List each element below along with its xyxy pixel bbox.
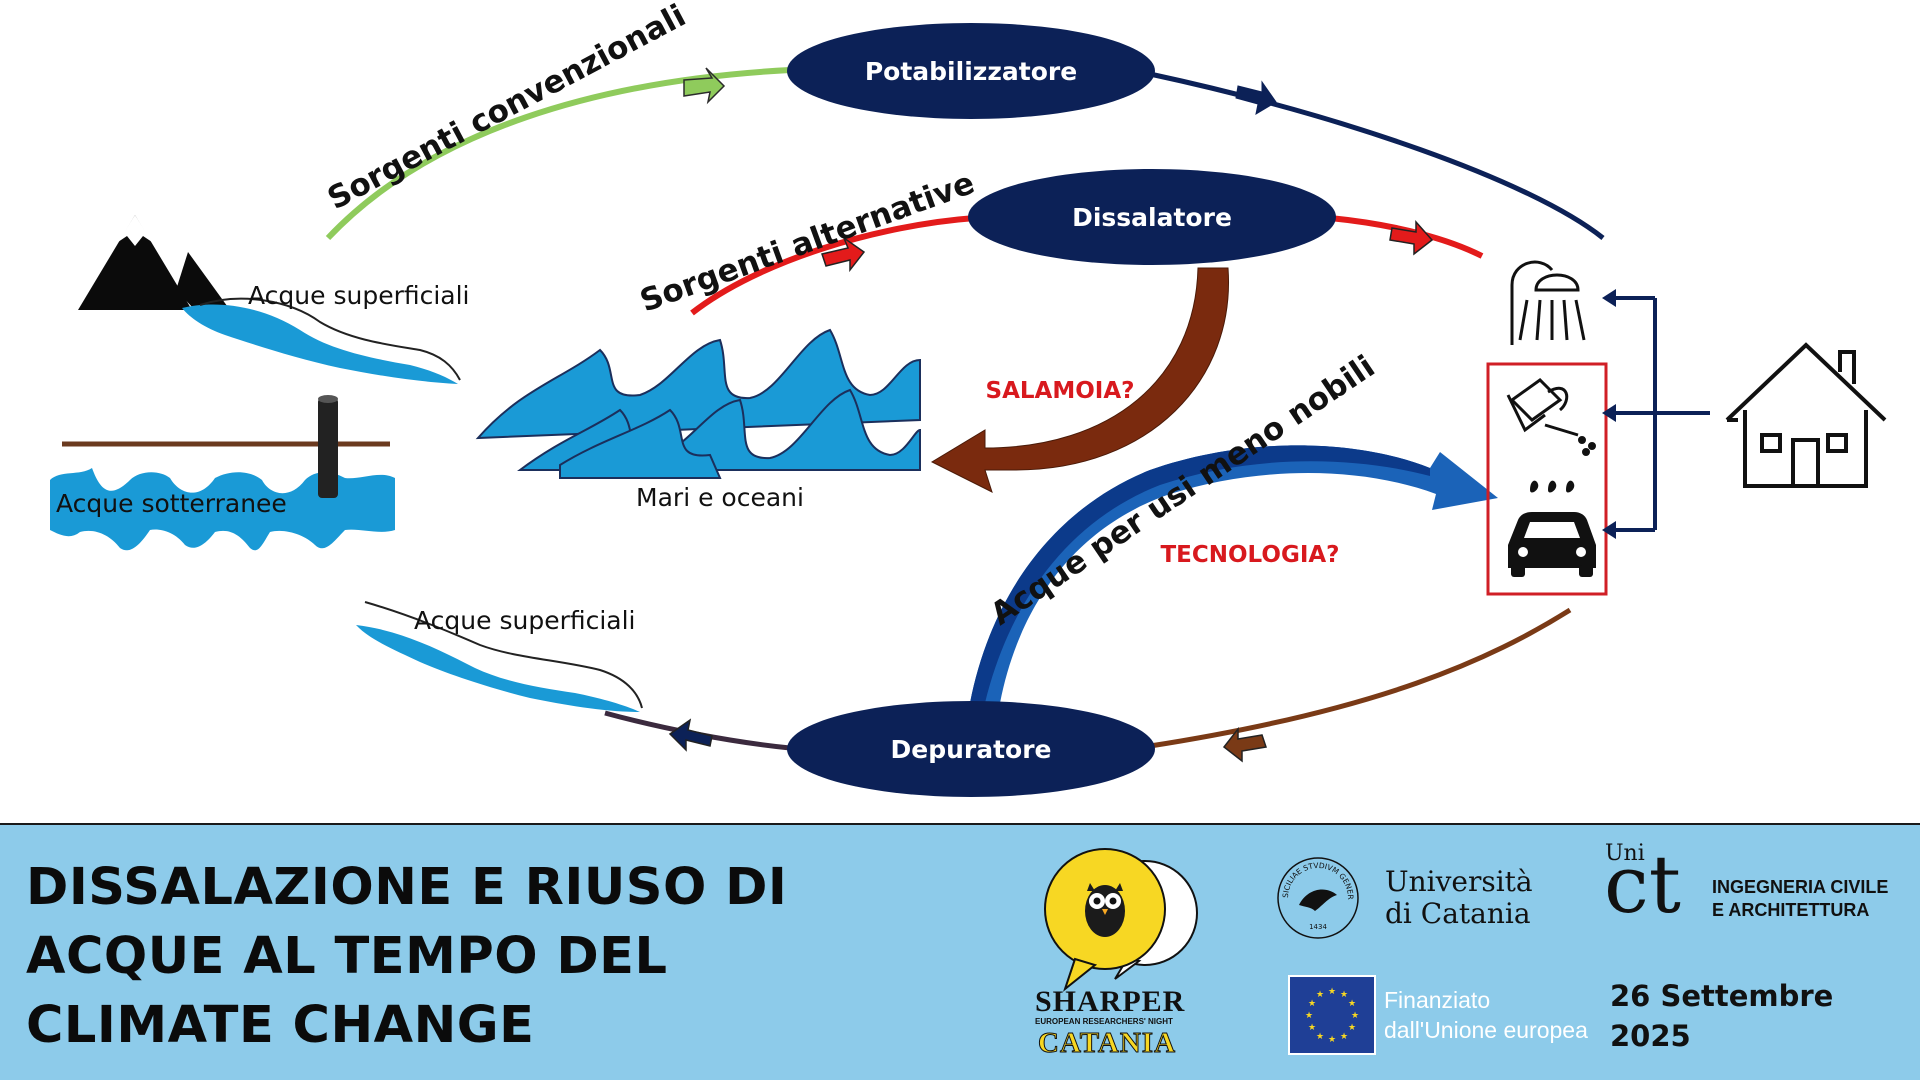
brine-question: SALAMOIA? xyxy=(986,378,1135,404)
supply-arrowhead-3 xyxy=(1602,521,1616,539)
dissalatore-node[interactable] xyxy=(968,169,1336,265)
supply-arrowhead-1 xyxy=(1602,289,1616,307)
svg-text:1434: 1434 xyxy=(1309,923,1327,931)
dissalatore-label: Dissalatore xyxy=(1072,203,1232,232)
title-line-1: DISSALAZIONE E RIUSO DI xyxy=(26,858,788,917)
dept-logo-prefix: Uni xyxy=(1605,841,1645,866)
house-icon xyxy=(1725,342,1887,488)
surface-water-outline-bottom xyxy=(364,601,643,709)
svg-text:★: ★ xyxy=(1348,999,1356,1009)
surface-water-bottom xyxy=(356,625,640,712)
depuratore-node[interactable] xyxy=(787,701,1155,797)
surface-water-label-bottom: Acque superficiali xyxy=(414,606,636,635)
potabilizzatore-label: Potabilizzatore xyxy=(865,57,1077,86)
non-potable-uses-box xyxy=(1486,362,1608,596)
eu-funded-line2: dall'Unione europea xyxy=(1384,1017,1588,1043)
surface-water-label-top: Acque superficiali xyxy=(248,281,470,310)
event-date-line2: 2025 xyxy=(1610,1019,1691,1053)
shower-icon xyxy=(1510,260,1586,345)
potabilizzatore-node[interactable] xyxy=(787,23,1155,119)
surface-water-top xyxy=(182,304,458,384)
sharper-subtitle: EUROPEAN RESEARCHERS' NIGHT xyxy=(1035,1017,1173,1026)
flow-arrow-red-left xyxy=(821,235,866,273)
svg-text:★: ★ xyxy=(1340,990,1348,1000)
house-supply-lines xyxy=(1614,296,1710,532)
eu-flag-icon: ★★★ ★★★ ★★★ ★★★ xyxy=(1288,975,1376,1055)
supply-arrowhead-2 xyxy=(1602,404,1616,422)
surface-water-outline-top xyxy=(199,297,461,381)
svg-text:★: ★ xyxy=(1308,1023,1316,1033)
sharper-city: CATANIA xyxy=(1037,1027,1177,1060)
svg-text:★: ★ xyxy=(1328,987,1336,997)
unict-seal: SICILIAE STVDIVM GENERALE 1434 xyxy=(1275,855,1359,939)
conventional-sources-label: Sorgenti convenzionali xyxy=(322,0,692,217)
sea-waves xyxy=(475,328,921,479)
unict-name-line2: di Catania xyxy=(1385,897,1531,930)
reuse-arrow-shade xyxy=(970,445,1430,703)
flow-arrow-navy-top xyxy=(1235,80,1277,116)
svg-text:★: ★ xyxy=(1328,1035,1336,1045)
users-to-depuratore-arc xyxy=(1149,607,1572,749)
svg-text:★: ★ xyxy=(1316,990,1324,1000)
svg-text:★: ★ xyxy=(1348,1023,1356,1033)
svg-text:★: ★ xyxy=(1316,1032,1324,1042)
svg-text:★: ★ xyxy=(1305,1011,1313,1021)
alternative-sources-label: Sorgenti alternative xyxy=(635,165,979,319)
watering-can-icon xyxy=(1506,378,1596,456)
mountain-icon xyxy=(78,215,230,310)
dept-logo-ct: ct xyxy=(1604,838,1681,931)
owl-icon xyxy=(1085,883,1125,937)
flow-arrow-green xyxy=(683,67,726,105)
event-date-line1: 26 Settembre xyxy=(1610,979,1834,1013)
groundwater-body xyxy=(50,468,395,551)
depuratore-label: Depuratore xyxy=(890,735,1051,764)
flow-arrow-red-right xyxy=(1389,220,1434,256)
alternative-source-arc xyxy=(690,215,976,316)
flow-arrow-navy-bottom xyxy=(668,718,713,752)
eu-funded-line1: Finanziato xyxy=(1384,987,1491,1013)
dept-name-line2: E ARCHITETTURA xyxy=(1712,900,1870,920)
groundwater-label: Acque sotterranee xyxy=(56,489,287,518)
svg-text:★: ★ xyxy=(1340,1032,1348,1042)
svg-text:★: ★ xyxy=(1351,1011,1359,1021)
unict-name-line1: Università xyxy=(1385,865,1533,898)
well-pipe-top xyxy=(318,395,338,403)
car-wash-icon xyxy=(1508,480,1596,577)
technology-question: TECNOLOGIA? xyxy=(1160,542,1339,568)
flow-arrow-brown xyxy=(1222,726,1267,763)
seas-label: Mari e oceani xyxy=(636,483,804,512)
sharper-name: SHARPER xyxy=(1035,985,1186,1018)
dept-name-line1: INGEGNERIA CIVILE xyxy=(1712,877,1889,897)
well-pipe xyxy=(318,398,338,498)
svg-text:★: ★ xyxy=(1308,999,1316,1009)
potable-to-users-arc xyxy=(1149,71,1605,240)
title-banner: DISSALAZIONE E RIUSO DI ACQUE AL TEMPO D… xyxy=(0,823,1920,1080)
title-line-3: CLIMATE CHANGE xyxy=(26,996,535,1055)
water-cycle-diagram: Potabilizzatore Dissalatore Depuratore S… xyxy=(50,0,1887,797)
title-line-2: ACQUE AL TEMPO DEL xyxy=(26,927,668,986)
brine-arrow xyxy=(930,267,1230,493)
sharper-logo xyxy=(1044,848,1198,992)
